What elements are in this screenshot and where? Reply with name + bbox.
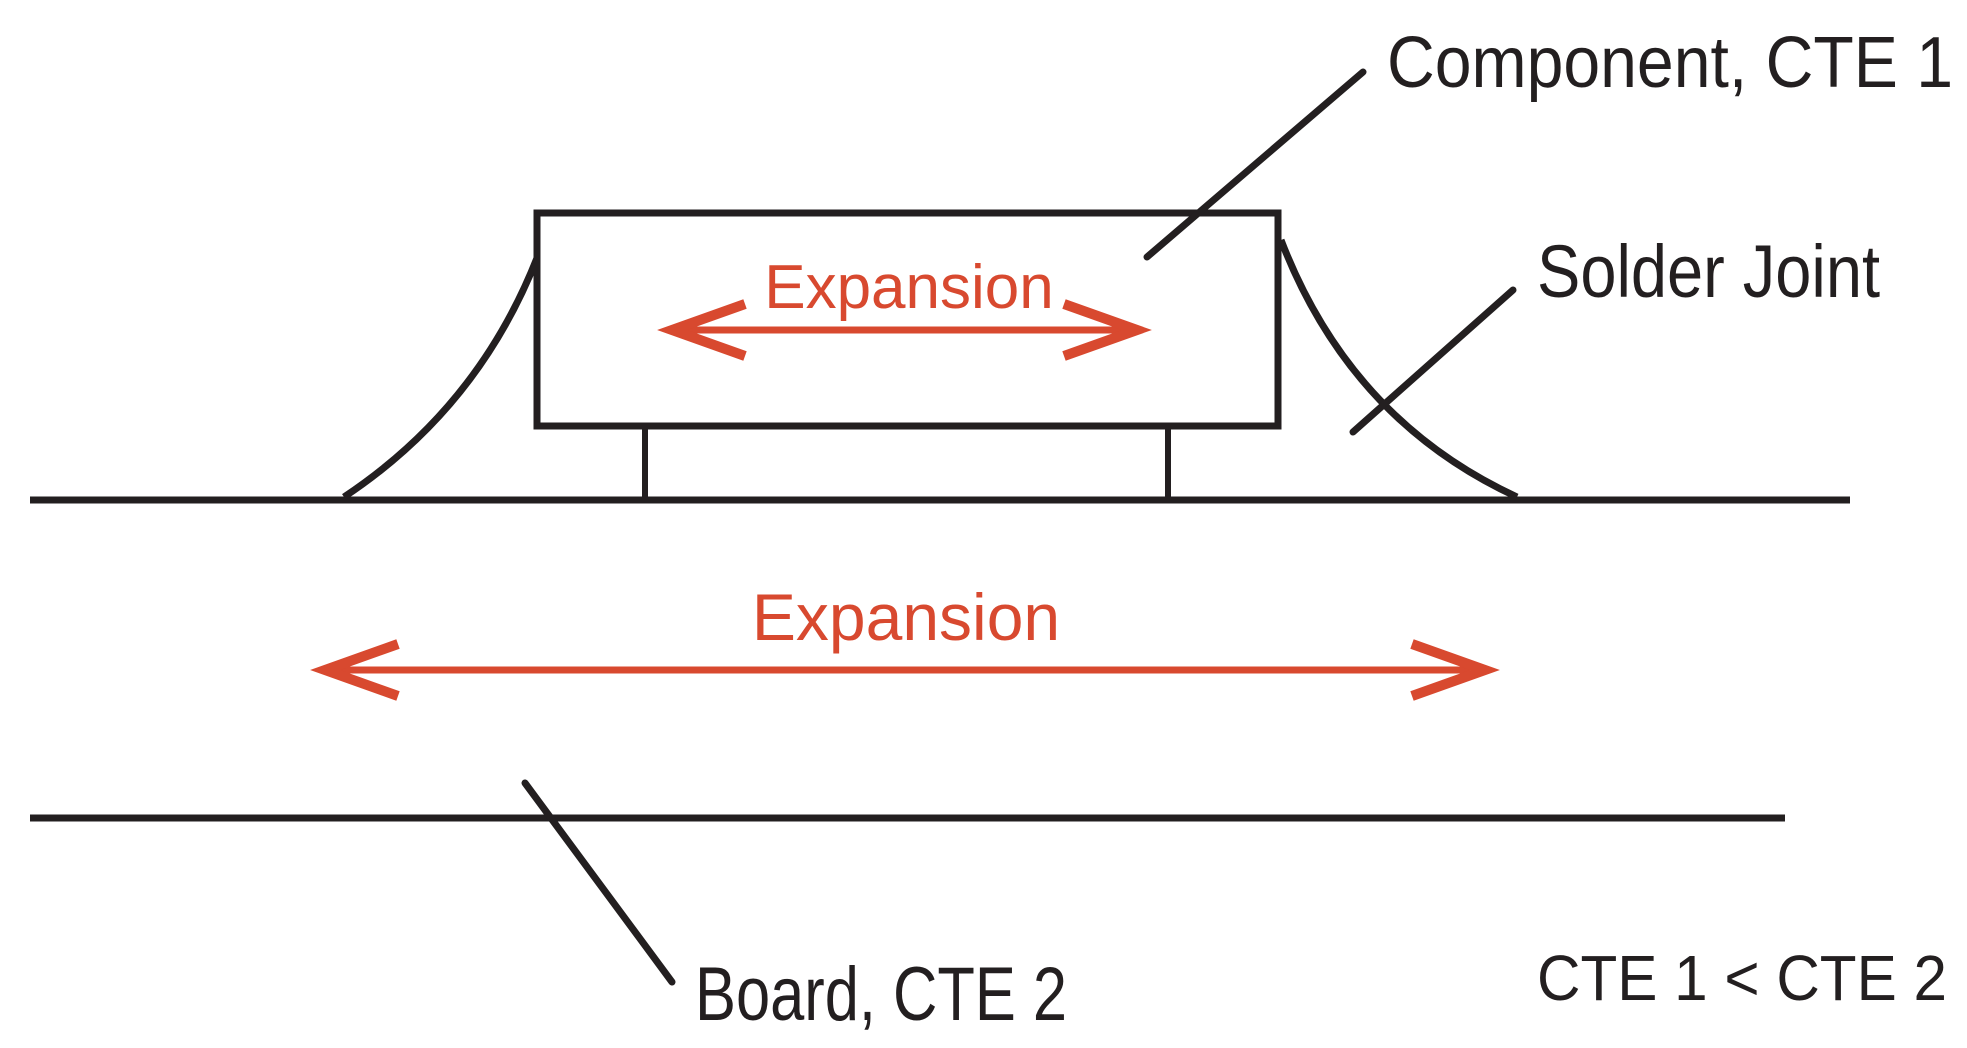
board-label: Board, CTE 2 xyxy=(695,952,1067,1037)
solder-fillet-left xyxy=(342,256,541,500)
board-expansion-arrowhead-left xyxy=(310,639,400,701)
board-leader-line xyxy=(521,779,676,986)
component-label: Component, CTE 1 xyxy=(1387,23,1953,103)
solder-fillet-right xyxy=(1277,238,1519,501)
cte-relation-label: CTE 1 < CTE 2 xyxy=(1537,942,1947,1014)
component-expansion-arrowhead-right xyxy=(1062,299,1152,361)
solder-joint-leader-line xyxy=(1349,286,1517,436)
solder-joints xyxy=(342,238,1519,501)
component-expansion-label: Expansion xyxy=(764,253,1054,322)
board-expansion-label: Expansion xyxy=(752,580,1060,654)
board-section xyxy=(30,496,1850,822)
component-expansion-arrowhead-left xyxy=(657,299,747,361)
callout-leader-lines xyxy=(521,68,1517,986)
component-leader-line xyxy=(1143,68,1367,261)
component-expansion-arrow xyxy=(657,299,1152,361)
board-expansion-arrowhead-right xyxy=(1410,639,1500,701)
solder-joint-label: Solder Joint xyxy=(1537,230,1880,313)
component-pins xyxy=(642,424,1171,499)
board-expansion-arrow xyxy=(310,639,1500,701)
